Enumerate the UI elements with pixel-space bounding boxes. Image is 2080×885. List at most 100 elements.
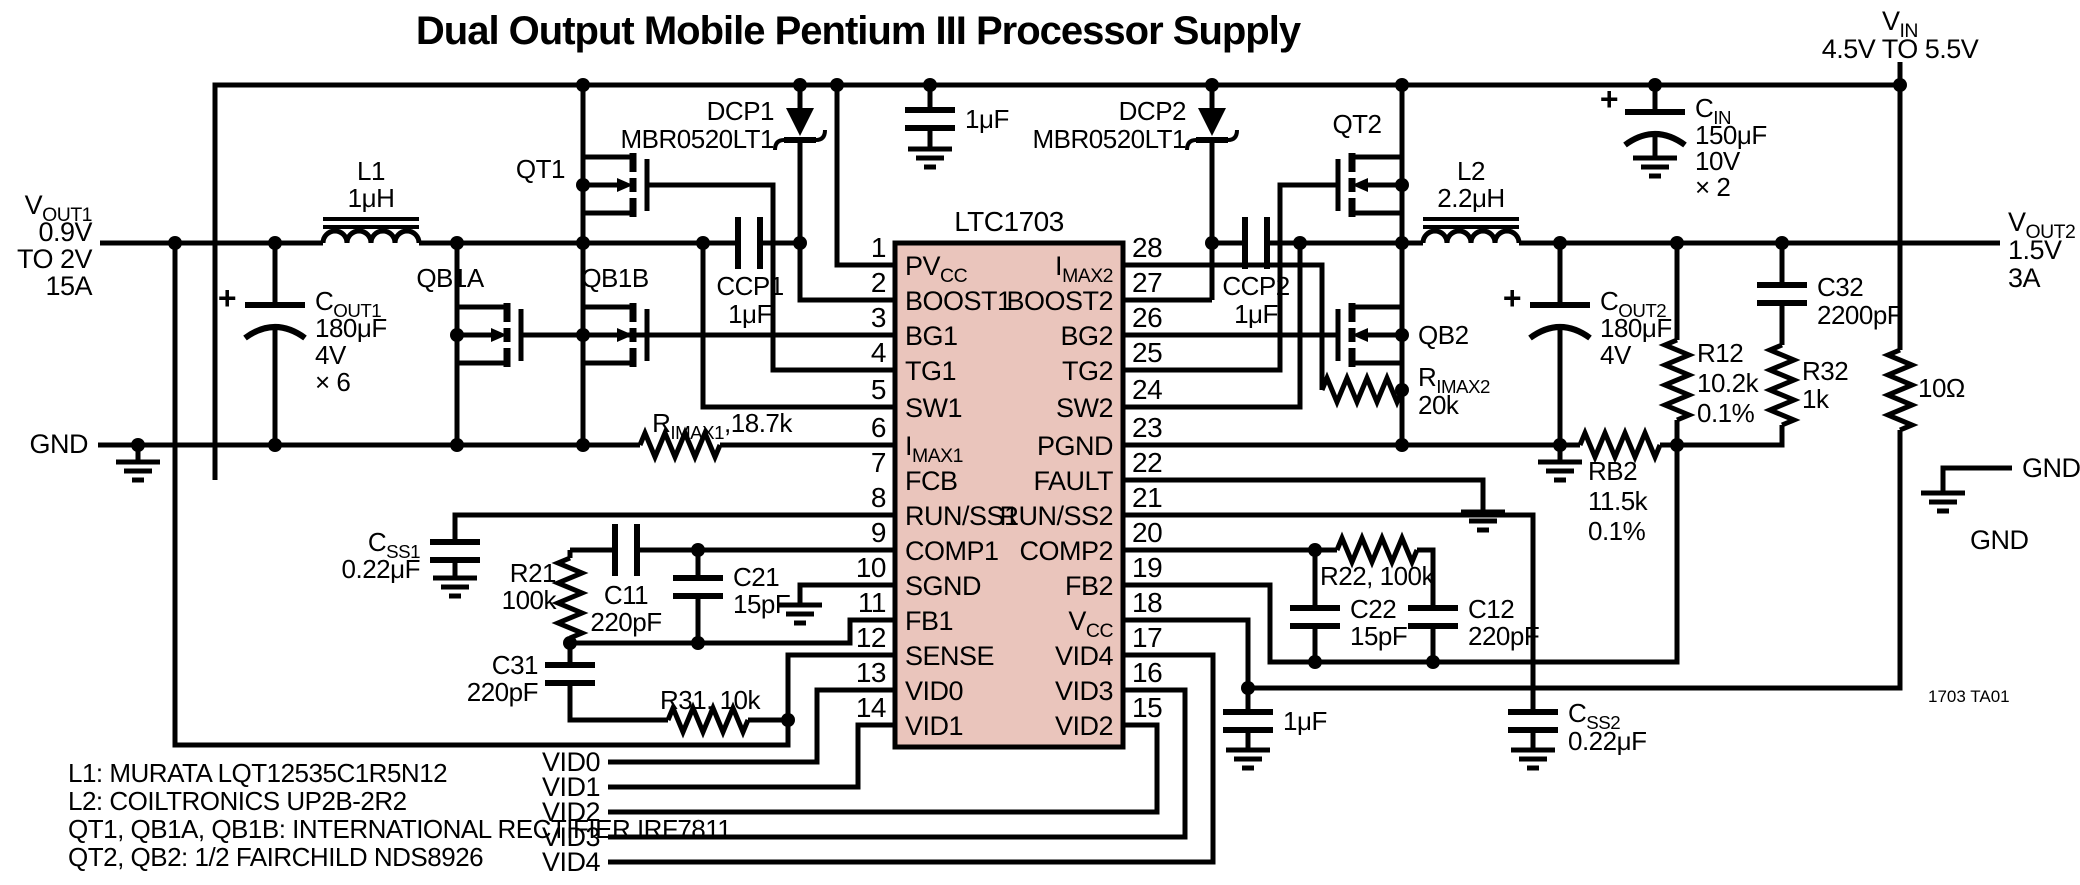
- vout1-current: 15A: [45, 271, 92, 301]
- mosfet-qb1b: [580, 303, 650, 367]
- vout2-label: VOUT2: [2008, 207, 2075, 243]
- cin-value1: 150μF: [1695, 120, 1767, 150]
- cin-plus: +: [1600, 81, 1618, 117]
- pin-label-vcc: VCC: [1068, 606, 1113, 642]
- cap-css2: [1508, 709, 1558, 733]
- resistor-r22: [1334, 531, 1420, 569]
- resistor-r12: [1658, 337, 1696, 423]
- pin-label-sense: SENSE: [905, 641, 994, 671]
- cap-c12: [1408, 605, 1458, 629]
- resistor-r32: [1763, 342, 1801, 428]
- vcc-bypass-value: 1μF: [1283, 706, 1327, 736]
- c32-value: 2200pF: [1817, 300, 1902, 330]
- pin-num-8: 8: [871, 482, 886, 513]
- vin-label: VIN: [1882, 6, 1918, 42]
- pin-num-12: 12: [856, 622, 886, 653]
- vid4-input-label: VID4: [542, 847, 601, 877]
- rb2-value: 11.5k: [1588, 486, 1649, 516]
- c12-value: 220pF: [1468, 621, 1539, 651]
- vout1-range: TO 2V: [17, 244, 93, 274]
- cap-c21: [673, 575, 723, 599]
- pin-num-23: 23: [1132, 412, 1162, 443]
- pin-num-3: 3: [871, 302, 886, 333]
- pin-num-16: 16: [1132, 657, 1162, 688]
- cout2-plus: +: [1503, 280, 1521, 316]
- pin-label-boost2: BOOST2: [1006, 286, 1113, 316]
- vid0-input-label: VID0: [542, 747, 600, 777]
- gnd-left-label: GND: [30, 429, 89, 459]
- inductor-l2-core: [1423, 217, 1519, 229]
- pin-label-vid0: VID0: [905, 676, 963, 706]
- pin-label-bg2: BG2: [1060, 321, 1113, 351]
- pin-label-vid4: VID4: [1055, 641, 1114, 671]
- cap-c11: [612, 524, 640, 576]
- pin-label-fb1: FB1: [905, 606, 953, 636]
- c11-value: 220pF: [590, 607, 661, 637]
- gnd-symbol-bypass-top: [908, 149, 952, 167]
- rail-labels: VIN 4.5V TO 5.5V VOUT1 0.9V TO 2V 15A GN…: [17, 6, 2080, 555]
- pin-label-runss1: RUN/SS1: [905, 501, 1019, 531]
- pin-label-tg2: TG2: [1062, 356, 1113, 386]
- l1-value: 1μH: [348, 183, 395, 213]
- gnd-right-lower-label: GND: [1970, 525, 2029, 555]
- cap-c22: [1290, 605, 1340, 629]
- gnd-symbol-cout2: [1538, 462, 1582, 480]
- l2-value: 2.2μH: [1437, 183, 1504, 213]
- rb2-tolerance: 0.1%: [1588, 516, 1646, 546]
- rimax1-label: RIMAX1,18.7k: [652, 408, 793, 443]
- cout1-value1: 180μF: [315, 313, 387, 343]
- ccp1-name: CCP1: [716, 271, 783, 301]
- ic-pins: 1 2 3 4 5 6 7 8 9 10 11 12 13 14 PVCC BO…: [856, 232, 1163, 741]
- pin-num-28: 28: [1132, 232, 1162, 263]
- pin-num-1: 1: [871, 232, 886, 263]
- gnd-symbol-left-rail: [116, 462, 160, 480]
- rimax2-name: RIMAX2: [1418, 362, 1490, 397]
- gnd-symbol-css2: [1511, 750, 1555, 768]
- rimax2-value: 20k: [1418, 390, 1460, 420]
- vid-input-labels: VID0 VID1 VID2 VID3 VID4: [542, 747, 601, 877]
- r12-value: 10.2k: [1697, 368, 1760, 398]
- ccp2-value: 1μF: [1234, 299, 1278, 329]
- css1-value: 0.22μF: [342, 554, 420, 584]
- qb1b-label: QB1B: [581, 263, 648, 293]
- pin-num-13: 13: [856, 657, 886, 688]
- cin-value2: 10V: [1695, 146, 1741, 176]
- mosfet-qb1a: [454, 303, 524, 367]
- cap-bypass-top: [905, 107, 955, 131]
- mosfet-qt1: [580, 153, 650, 217]
- vout2-voltage: 1.5V: [2008, 235, 2062, 265]
- cap-c32: [1757, 282, 1807, 306]
- qt1-label: QT1: [516, 154, 565, 184]
- css2-value: 0.22μF: [1568, 726, 1646, 756]
- cap-cout1-arc: [243, 324, 307, 341]
- pin-num-9: 9: [871, 517, 886, 548]
- pin-num-15: 15: [1132, 692, 1162, 723]
- cout1-value3: × 6: [315, 367, 350, 397]
- pin-num-25: 25: [1132, 337, 1162, 368]
- pin-num-11: 11: [858, 587, 886, 618]
- cap-ccp1: [735, 217, 763, 269]
- pin-label-boost1: BOOST1: [905, 286, 1012, 316]
- pin-num-26: 26: [1132, 302, 1162, 333]
- pin-label-pgnd: PGND: [1037, 431, 1113, 461]
- r32-value: 1k: [1802, 384, 1830, 414]
- capacitor-symbols: [243, 107, 1807, 733]
- bypass-top-value: 1μF: [965, 104, 1009, 134]
- cout2-value2: 4V: [1600, 340, 1632, 370]
- pin-num-7: 7: [871, 447, 886, 478]
- pin-num-14: 14: [856, 692, 886, 723]
- cap-css1: [430, 539, 480, 563]
- rb2-name: RB2: [1588, 456, 1637, 486]
- cin-name: CIN: [1695, 93, 1731, 128]
- note-qt2: QT2, QB2: 1/2 FAIRCHILD NDS8926: [68, 842, 483, 872]
- cap-c31: [545, 662, 595, 686]
- cin-value3: × 2: [1695, 172, 1730, 202]
- gnd-symbol-right: [1921, 493, 1965, 511]
- r32-name: R32: [1802, 356, 1848, 386]
- pin-num-5: 5: [871, 374, 886, 405]
- inductor-l1-core: [323, 217, 419, 229]
- pin-num-27: 27: [1132, 267, 1162, 298]
- diode-symbols: [773, 108, 1239, 151]
- l2-name: L2: [1457, 156, 1485, 186]
- figure-tag: 1703 TA01: [1928, 687, 2010, 706]
